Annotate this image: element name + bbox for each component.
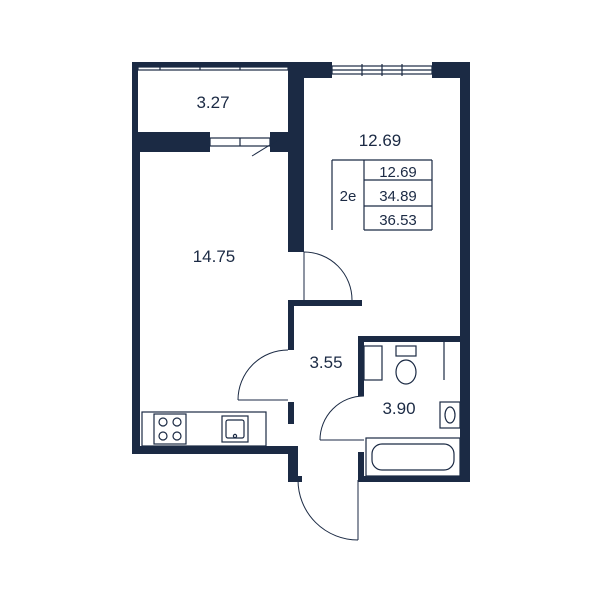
- bedroom-window-icon: [331, 64, 433, 76]
- bathroom-fixtures: [363, 342, 461, 477]
- bedroom-area-label: 12.69: [359, 131, 402, 150]
- apartment-type-code: 2e: [340, 188, 357, 205]
- balcony-window-icon: [159, 64, 241, 70]
- sink-icon: [221, 415, 249, 443]
- toilet-icon: [395, 345, 417, 385]
- hall-area-label: 3.55: [309, 353, 342, 372]
- bath-area-label: 3.90: [382, 399, 415, 418]
- balcony-door-icon: [209, 137, 279, 157]
- area-summary-table: 2e 12.69 34.89 36.53: [331, 159, 433, 231]
- washing-machine-icon: [363, 345, 383, 381]
- total-area-value: 34.89: [379, 188, 417, 205]
- total-with-balcony-value: 36.53: [379, 212, 417, 229]
- balcony-area-label: 3.27: [196, 93, 229, 112]
- washbasin-icon: [439, 401, 461, 429]
- stove-icon: [153, 413, 187, 445]
- kitchen-area-label: 14.75: [193, 247, 236, 266]
- kitchen-counter: [141, 411, 267, 447]
- walls: [132, 62, 470, 482]
- living-area-value: 12.69: [379, 164, 417, 181]
- door-swings: [237, 251, 365, 541]
- bathtub-icon: [365, 437, 461, 477]
